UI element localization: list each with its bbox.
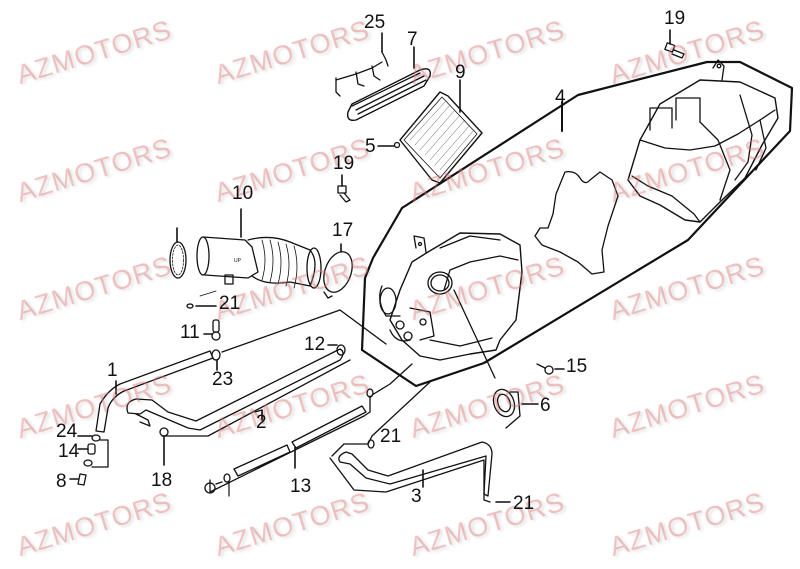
callout-24[interactable]: 24: [56, 421, 78, 442]
drain-hose-13: [204, 363, 413, 497]
ring-clamp: [169, 227, 187, 279]
callout-6[interactable]: 6: [540, 395, 551, 416]
callout-15[interactable]: 15: [566, 356, 588, 377]
screw-5: [377, 141, 401, 149]
air-filter-element-9: [399, 79, 483, 184]
clip-18: [159, 427, 169, 466]
callout-4[interactable]: 4: [555, 87, 566, 108]
callout-11[interactable]: 11: [180, 322, 200, 343]
callout-19-mid[interactable]: 19: [333, 153, 355, 174]
bolt-19-top: [664, 29, 685, 59]
callout-25[interactable]: 25: [364, 12, 386, 33]
callout-18[interactable]: 18: [151, 470, 173, 491]
clip-set-25: [335, 32, 389, 97]
callout-12[interactable]: 12: [304, 334, 326, 355]
drain-fittings-24-14-8: [69, 434, 109, 486]
drain-hose-2: [126, 348, 351, 437]
callout-21-mid[interactable]: 21: [380, 426, 402, 447]
assembly-outline-4: [360, 60, 794, 388]
drain-plug-11: [203, 319, 221, 341]
intake-duct-10: UP: [196, 208, 322, 289]
callout-21-lower[interactable]: 21: [513, 493, 535, 514]
clip-21-upper: [186, 290, 217, 309]
filter-cover-grille-7: [346, 46, 431, 122]
callout-2[interactable]: 2: [256, 412, 267, 433]
callout-21-upper[interactable]: 21: [219, 293, 241, 314]
clip-23: [211, 309, 387, 371]
breather-hose-3: [329, 381, 511, 503]
callout-5[interactable]: 5: [365, 136, 376, 157]
callout-1[interactable]: 1: [107, 360, 118, 381]
callout-14[interactable]: 14: [58, 441, 80, 462]
callout-10[interactable]: 10: [232, 183, 254, 204]
hose-clamp-band-17: [323, 243, 353, 299]
screw-15: [536, 363, 565, 375]
grommet-6: [492, 388, 539, 429]
callout-7[interactable]: 7: [407, 29, 418, 50]
air-box-case: [379, 232, 523, 361]
callout-9[interactable]: 9: [455, 62, 466, 83]
seal-gasket: [534, 170, 619, 275]
callout-17[interactable]: 17: [332, 220, 354, 241]
callout-13[interactable]: 13: [290, 476, 312, 497]
callout-8[interactable]: 8: [56, 471, 67, 492]
air-cleaner-cover: [627, 59, 779, 223]
bolt-19-mid: [337, 174, 351, 203]
callout-23[interactable]: 23: [212, 369, 234, 390]
callout-19-top[interactable]: 19: [664, 8, 686, 29]
callout-3[interactable]: 3: [411, 486, 422, 507]
svg-text:UP: UP: [234, 258, 242, 264]
